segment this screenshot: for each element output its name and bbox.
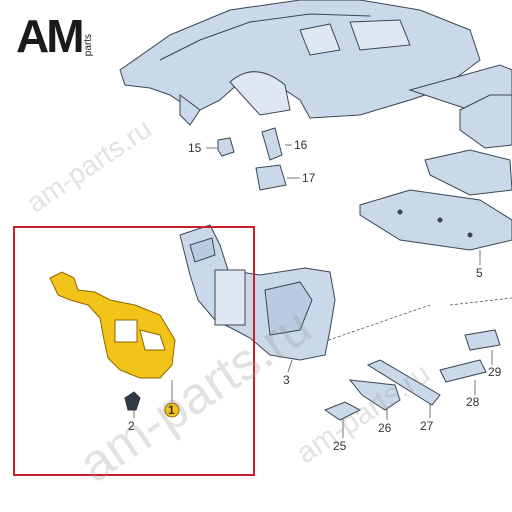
highlighted-part-1 xyxy=(49,271,180,418)
clip-parts xyxy=(217,127,287,191)
callout-25: 25 xyxy=(333,439,347,453)
callout-2: 2 xyxy=(128,419,135,433)
callout-5: 5 xyxy=(476,266,483,280)
front-panel-part xyxy=(179,224,336,361)
floor-panel-part xyxy=(359,94,512,251)
callout-26: 26 xyxy=(378,421,392,435)
grommet-part-2 xyxy=(124,391,141,411)
am-parts-logo: AM parts xyxy=(16,10,94,62)
logo-main-text: AM xyxy=(16,10,85,62)
callout-1: 1 xyxy=(168,403,175,417)
callout-16: 16 xyxy=(294,138,308,152)
callout-29: 29 xyxy=(488,365,502,379)
callout-3: 3 xyxy=(283,373,290,387)
callout-15: 15 xyxy=(188,141,202,155)
logo-sub-text: parts xyxy=(82,33,94,56)
callout-28: 28 xyxy=(466,395,480,409)
callout-27: 27 xyxy=(420,419,434,433)
vehicle-body xyxy=(119,0,512,126)
small-parts xyxy=(323,329,501,421)
highlight-frame xyxy=(13,226,255,476)
callout-17: 17 xyxy=(302,171,316,185)
